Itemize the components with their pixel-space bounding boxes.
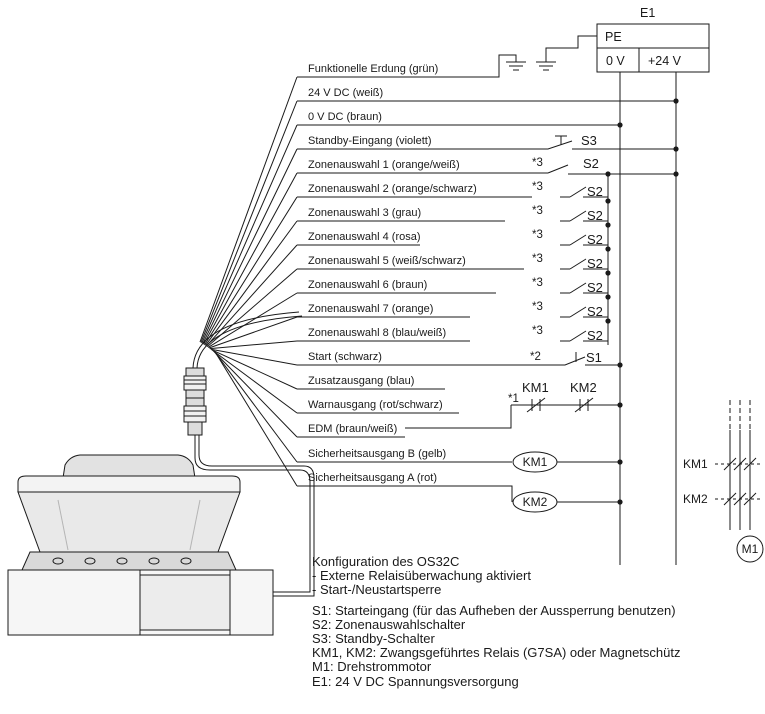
configuration-notes: Konfiguration des OS32C - Externe Relais…	[312, 554, 762, 689]
cable-fan-line	[204, 196, 298, 346]
zero-v-terminal-label: 0 V	[606, 54, 625, 68]
sensor-cable-lower	[194, 435, 311, 593]
notes-title: Konfiguration des OS32C	[312, 554, 460, 569]
zone-footnote: *3	[532, 157, 543, 169]
cable-fan-line	[204, 220, 298, 346]
wire-label: Zonenauswahl 4 (rosa)	[308, 231, 421, 243]
junction-dots	[605, 98, 679, 505]
legend-line: KM1, KM2: Zwangsgeführtes Relais (G7SA) …	[312, 645, 681, 661]
cable-fan-line	[200, 100, 298, 343]
config-line: - Externe Relaisüberwachung aktiviert	[312, 568, 531, 584]
km1-contact-label: KM1	[522, 380, 549, 395]
wire-label: Standby-Eingang (violett)	[308, 135, 432, 147]
km1-coil-label: KM1	[523, 455, 548, 469]
cable-fan-line	[213, 351, 298, 463]
s2-label: S2	[587, 256, 603, 271]
s2-label: S2	[587, 208, 603, 223]
s2-label: S2	[583, 156, 599, 171]
km1-main-label: KM1	[683, 457, 708, 471]
cable-fan-line	[202, 148, 298, 345]
legend-line: S1: Starteingang (für das Aufheben der A…	[312, 602, 676, 618]
cable-fan-line	[203, 172, 298, 345]
legend-line: S2: Zonenauswahlschalter	[312, 616, 466, 632]
km1-main-contacts	[715, 457, 760, 471]
zone-switch-blade	[547, 164, 569, 174]
wire-label: EDM (braun/weiß)	[308, 423, 397, 435]
s2-label: S2	[587, 232, 603, 247]
wire-label: Zonenauswahl 7 (orange)	[308, 303, 433, 315]
zone-switch-blade	[569, 282, 587, 294]
m12-connector-bottom	[183, 397, 207, 436]
cable-fan-line	[199, 76, 298, 343]
wire-label: Start (schwarz)	[308, 351, 382, 363]
config-line: - Start-/Neustartsperre	[312, 582, 442, 598]
zone-footnote: *3	[532, 277, 543, 289]
wire-label: Zonenauswahl 6 (braun)	[308, 279, 427, 291]
zone-switch-blade	[569, 210, 587, 222]
start-footnote: *2	[530, 351, 541, 363]
zone-footnote: *3	[532, 205, 543, 217]
pe-terminal-label: PE	[605, 30, 622, 44]
ground-symbol-1	[506, 61, 526, 71]
legend-line: E1: 24 V DC Spannungsversorgung	[312, 673, 519, 689]
km2-main-contacts	[715, 492, 760, 506]
legend-line: M1: Drehstrommotor	[312, 659, 432, 675]
edm-footnote: *1	[508, 393, 519, 405]
wire-label: Funktionelle Erdung (grün)	[308, 63, 438, 75]
s3-label: S3	[581, 133, 597, 148]
three-phase-lines	[729, 400, 751, 430]
zone-footnote: *3	[532, 325, 543, 337]
km2-contact-label: KM2	[570, 380, 597, 395]
cable-fan-line	[201, 124, 298, 344]
legend-line: S3: Standby-Schalter	[312, 631, 435, 647]
cable-fan-line	[209, 340, 298, 350]
plus24-terminal-label: +24 V	[648, 54, 682, 68]
cable-fan-line	[214, 351, 298, 487]
wire-label: Warnausgang (rot/schwarz)	[308, 399, 443, 411]
wire-label: Zonenauswahl 2 (orange/schwarz)	[308, 183, 477, 195]
zone-switch-blade	[569, 306, 587, 318]
zone-switch-blade	[569, 330, 587, 342]
power-supply-name: E1	[640, 6, 655, 20]
wire-label: Zonenauswahl 5 (weiß/schwarz)	[308, 255, 466, 267]
s2-label: S2	[587, 184, 603, 199]
wire-label: Zonenauswahl 3 (grau)	[308, 207, 421, 219]
zone-switch-blade	[569, 186, 587, 198]
m12-connector-top	[183, 367, 207, 399]
zone-footnote: *3	[532, 229, 543, 241]
s2-label: S2	[587, 304, 603, 319]
zone-switch-blade	[569, 258, 587, 270]
cable-fan-line	[207, 292, 298, 348]
km2-coil-label: KM2	[523, 495, 548, 509]
s1-label: S1	[586, 350, 602, 365]
sensor-cable-upper	[192, 311, 300, 369]
km2-main-label: KM2	[683, 492, 708, 506]
zone-footnote: *3	[532, 181, 543, 193]
km2-nc-contact	[574, 397, 594, 413]
ground-symbol-2	[536, 61, 556, 71]
cable-fan-line	[210, 348, 298, 366]
cable-fan-line	[213, 350, 298, 438]
wire-label: Sicherheitsausgang B (gelb)	[308, 448, 446, 460]
s2-label: S2	[587, 328, 603, 343]
cable-fan-line	[208, 316, 298, 349]
wire-label: Zonenauswahl 8 (blau/weiß)	[308, 327, 446, 339]
motor-m1	[736, 535, 764, 563]
wire-label: Zonenauswahl 1 (orange/weiß)	[308, 159, 460, 171]
zone-footnote: *3	[532, 253, 543, 265]
cable-fan-line	[211, 349, 298, 390]
wire-label: 24 V DC (weiß)	[308, 87, 383, 99]
wire-label: Zusatzausgang (blau)	[308, 375, 414, 387]
cable-fan-line	[212, 349, 298, 414]
zone-footnote: *3	[532, 301, 543, 313]
s2-label: S2	[587, 280, 603, 295]
motor-label: M1	[742, 542, 759, 556]
zone-switch-blade	[569, 234, 587, 246]
wire-label: 0 V DC (braun)	[308, 111, 382, 123]
km1-nc-contact	[526, 397, 546, 413]
wire-label: Sicherheitsausgang A (rot)	[308, 472, 437, 484]
os32c-scanner	[7, 454, 274, 636]
